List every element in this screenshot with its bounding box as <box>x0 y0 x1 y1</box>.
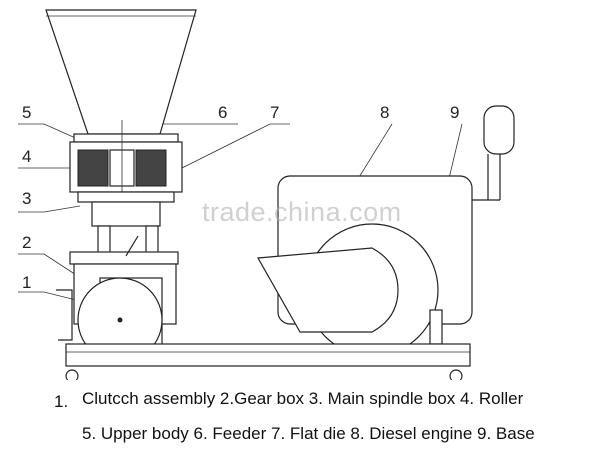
watermark: trade.china.com <box>202 197 402 227</box>
callout-8: 8 <box>380 103 389 122</box>
callout-9: 9 <box>450 103 459 122</box>
callout-3: 3 <box>22 189 31 208</box>
callout-1: 1 <box>22 273 31 292</box>
callout-2: 2 <box>22 233 31 252</box>
legend-line-1-number: 1. <box>54 392 69 411</box>
callout-7: 7 <box>270 103 279 122</box>
upper-body <box>69 120 183 203</box>
base-frame <box>65 343 471 380</box>
callout-5: 5 <box>22 103 31 122</box>
diesel-engine <box>257 105 515 357</box>
callout-6: 6 <box>218 103 227 122</box>
machine-diagram: 5 4 3 2 1 6 7 8 9 <box>18 9 515 380</box>
legend-line-2-text: 5. Upper body 6. Feeder 7. Flat die 8. D… <box>82 424 535 443</box>
feeder-hopper <box>45 9 197 135</box>
callout-4: 4 <box>22 147 31 166</box>
legend-line-1-text: Clutcch assembly 2.Gear box 3. Main spin… <box>82 389 524 408</box>
